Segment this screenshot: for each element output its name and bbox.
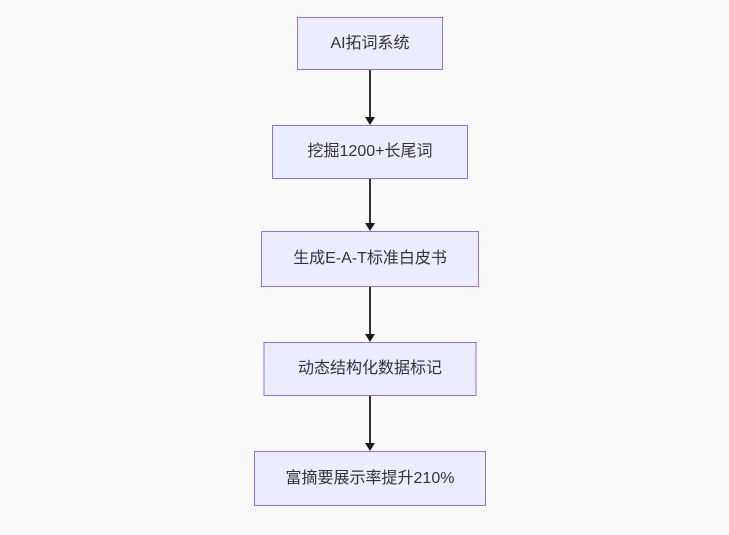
arrow-head-icon — [365, 223, 375, 231]
flow-node-label: 富摘要展示率提升210% — [285, 469, 455, 487]
arrow-line — [369, 287, 371, 334]
arrow-line — [369, 396, 371, 443]
flow-node-eat-whitepaper: 生成E-A-T标准白皮书 — [261, 231, 479, 287]
flow-arrow-3 — [364, 287, 376, 342]
flow-node-longtail-mining: 挖掘1200+长尾词 — [272, 125, 468, 179]
flow-arrow-2 — [364, 179, 376, 231]
flow-node-label: 生成E-A-T标准白皮书 — [293, 250, 447, 268]
arrow-head-icon — [365, 334, 375, 342]
flow-node-label: AI拓词系统 — [330, 34, 410, 52]
arrow-line — [369, 70, 371, 117]
flow-node-rich-snippet-result: 富摘要展示率提升210% — [254, 451, 486, 506]
flow-node-label: 动态结构化数据标记 — [297, 360, 442, 378]
arrow-head-icon — [365, 117, 375, 125]
flow-arrow-1 — [364, 70, 376, 125]
flow-node-label: 挖掘1200+长尾词 — [307, 143, 433, 161]
arrow-line — [369, 179, 371, 223]
arrow-head-icon — [365, 443, 375, 451]
flow-node-ai-word-expansion: AI拓词系统 — [297, 17, 443, 70]
flow-arrow-4 — [364, 396, 376, 451]
flow-node-structured-data: 动态结构化数据标记 — [263, 342, 477, 396]
